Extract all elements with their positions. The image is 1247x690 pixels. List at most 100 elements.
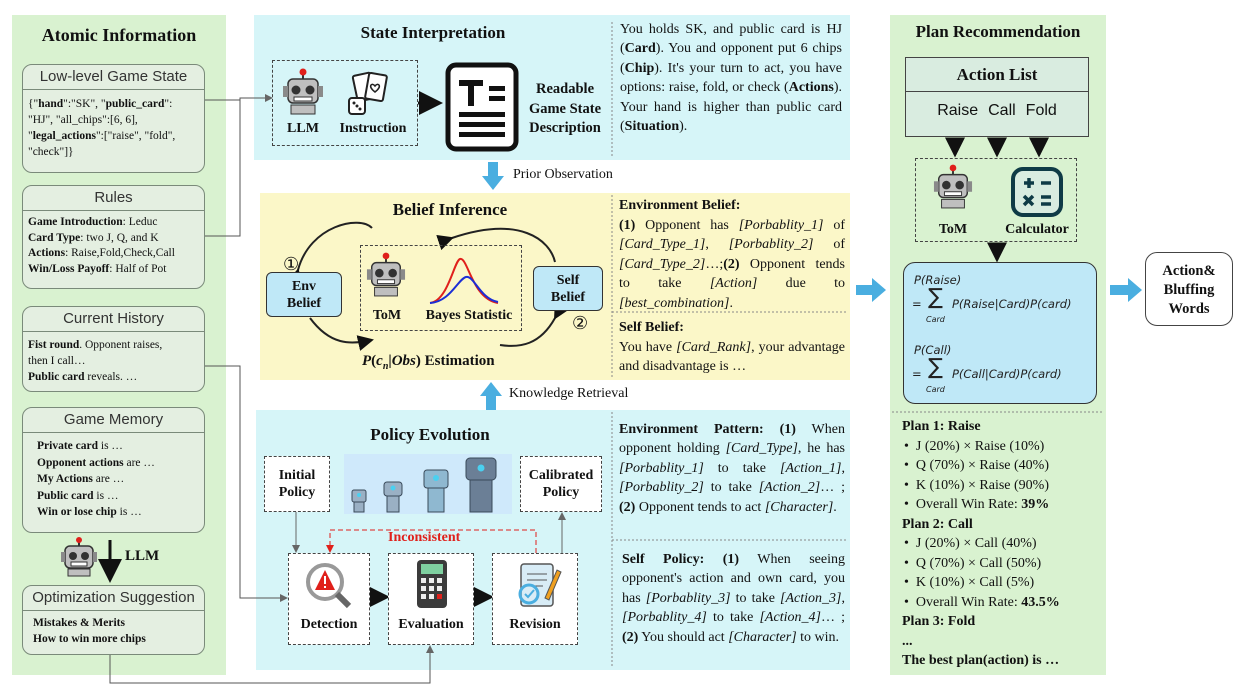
rules-title: Rules [23, 186, 204, 211]
revision-label: Revision [509, 617, 561, 632]
optimization-item-2: How to win more chips [33, 633, 146, 645]
state-description-text: You holds SK, and public card is HJ (Car… [620, 22, 842, 135]
llm-label-left: LLM [125, 548, 160, 564]
plan2-overall-label: Overall Win Rate: [915, 594, 1022, 610]
plan2-item-1: J (20%) × Call (40%) [915, 536, 1037, 551]
output-box: Action& Bluffing Words [1145, 252, 1233, 326]
history-body: Fist round. Opponent raises, then I call… [23, 332, 204, 388]
env-belief-line-1: Env [291, 279, 317, 294]
history-line3-rest: reveals. … [84, 371, 138, 383]
belief-tom-label: ToM [372, 308, 402, 323]
plan2-rate: 43.5% [1021, 594, 1060, 610]
history-line1-bold: Fist round [28, 339, 80, 351]
plan1-item-1: J (20%) × Raise (10%) [915, 438, 1045, 454]
robot-icon [60, 537, 98, 577]
lowlevel-line-4: "check"]} [28, 146, 74, 158]
plan1-item-2: Q (70%) × Raise (40%) [915, 458, 1049, 473]
action-list-items: Raise Call Fold [906, 92, 1088, 120]
memory-item-4: Public card is … [37, 489, 119, 502]
initial-policy-line-2: Policy [278, 485, 316, 500]
calibrated-policy-box: Calibrated Policy [520, 456, 602, 512]
initial-policy-line-1: Initial [278, 468, 316, 483]
env-pattern-text: Environment Pattern: (1) When opponent h… [619, 422, 845, 515]
state-llm-label: LLM [287, 121, 319, 136]
detection-box: Detection [288, 553, 370, 645]
plan-tom-calculator-group [915, 158, 1077, 242]
rules-item-1: Game Introduction: Leduc [28, 216, 158, 228]
optimization-title: Optimization Suggestion [23, 586, 204, 611]
formula-call-lhs: P(Call) [914, 343, 952, 357]
robot-icon [933, 164, 973, 210]
rules-item-3: Actions: Raise,Fold,Check,Call [28, 247, 175, 259]
history-line1-rest: . Opponent raises, [79, 339, 163, 351]
belief-title: Belief Inference [392, 200, 508, 219]
calculator-symbols-icon [1010, 166, 1064, 218]
plan1-rate: 39% [1021, 497, 1050, 512]
lowlevel-line-3: "legal_actions":["raise", "fold", [28, 130, 176, 142]
env-belief-body: (1) Opponent has [Porbablity_1] of [Card… [619, 217, 845, 311]
memory-item-1: Private card is … [37, 440, 123, 452]
self-belief-body: You have [Card_Rank], your advantage and… [619, 339, 845, 375]
belief-cycle-arc-1 [286, 221, 373, 286]
plan2-item-3: K (10%) × Call (5%) [915, 575, 1035, 590]
estimation-word: Estimation [424, 353, 495, 369]
output-line-3: Words [1168, 301, 1210, 317]
revision-clipboard-icon [493, 554, 577, 616]
belief-cycle-arc-2 [436, 227, 556, 263]
inconsistent-label: Inconsistent [388, 530, 461, 545]
detection-label: Detection [300, 617, 358, 632]
memory-item-3: My Actions are … [37, 473, 125, 485]
plan-tom-label: ToM [938, 222, 968, 237]
history-line3-bold: Public card [28, 371, 85, 383]
prior-observation-label: Prior Observation [513, 167, 613, 182]
revision-box: Revision [492, 553, 578, 645]
calculator-label: Calculator [1005, 222, 1069, 237]
state-description-panel [612, 15, 850, 160]
state-instruction-label: Instruction [339, 121, 407, 136]
memory-item-5: Win or lose chip is … [37, 506, 142, 518]
plan2-item-2: Q (70%) × Call (50%) [915, 555, 1042, 571]
env-belief-title: Environment Belief: [619, 198, 741, 213]
robot-icon [282, 68, 324, 116]
history-line2: then I call… [28, 355, 86, 367]
lowlevel-to-state-line [205, 94, 273, 102]
bayes-curve-icon [428, 255, 500, 305]
memory-title: Game Memory [23, 408, 204, 433]
circle-one-label: ① [283, 254, 300, 274]
plan2-title: Plan 2: Call [902, 516, 973, 532]
circle-two-label: ② [572, 313, 589, 333]
formula-raise-lhs: P(Raise) [914, 273, 962, 287]
self-belief-box: Self Belief [533, 266, 603, 311]
plan1-title: Plan 1: Raise [902, 419, 981, 434]
initial-policy-box: Initial Policy [264, 456, 330, 512]
robots-illustration [344, 454, 512, 514]
memory-body: Private card is … Opponent actions are … M… [23, 433, 204, 524]
memory-item-2: Opponent actions are … [37, 456, 155, 469]
history-to-detection-line [205, 365, 288, 602]
plan-title: Plan Recommendation [915, 22, 1081, 41]
lowlevel-line-2: "HJ", "all_chips":[6, 6], [28, 114, 138, 126]
state-llm-instruction-group [272, 60, 418, 146]
lowlevel-line-1: {"hand":"SK", "public_card": [28, 98, 173, 110]
bayes-statistic-label: Bayes Statistic [425, 308, 513, 323]
lowlevel-state-title: Low-level Game State [23, 65, 204, 90]
belief-cycle-arc-3 [499, 301, 569, 347]
rules-to-state-line [205, 100, 241, 237]
optimization-body: Mistakes & Merits How to win more chips [23, 611, 204, 650]
self-belief-line-2: Belief [550, 290, 586, 305]
readable-label: Readable Game State Description [520, 80, 610, 139]
memory-box: Game Memory Private card is … Opponent ac… [22, 407, 205, 533]
inconsistent-arrow [326, 529, 537, 553]
optimization-box: Optimization Suggestion Mistakes & Merit… [22, 585, 205, 655]
right-arrow-icon [1110, 278, 1142, 302]
rules-item-4: Win/Loss Payoff: Half of Pot [28, 262, 167, 275]
action-raise: Raise [937, 102, 979, 119]
output-line-1: Action& [1162, 263, 1216, 279]
formula-box: P(Raise) = ∑ Card P(Raise|Card)P(card) P… [903, 262, 1097, 404]
formula-call-sub: Card [926, 385, 945, 394]
env-belief-text: Environment Belief: (1) Opponent has [Po… [619, 196, 845, 313]
readable-line-3: Description [529, 120, 601, 136]
